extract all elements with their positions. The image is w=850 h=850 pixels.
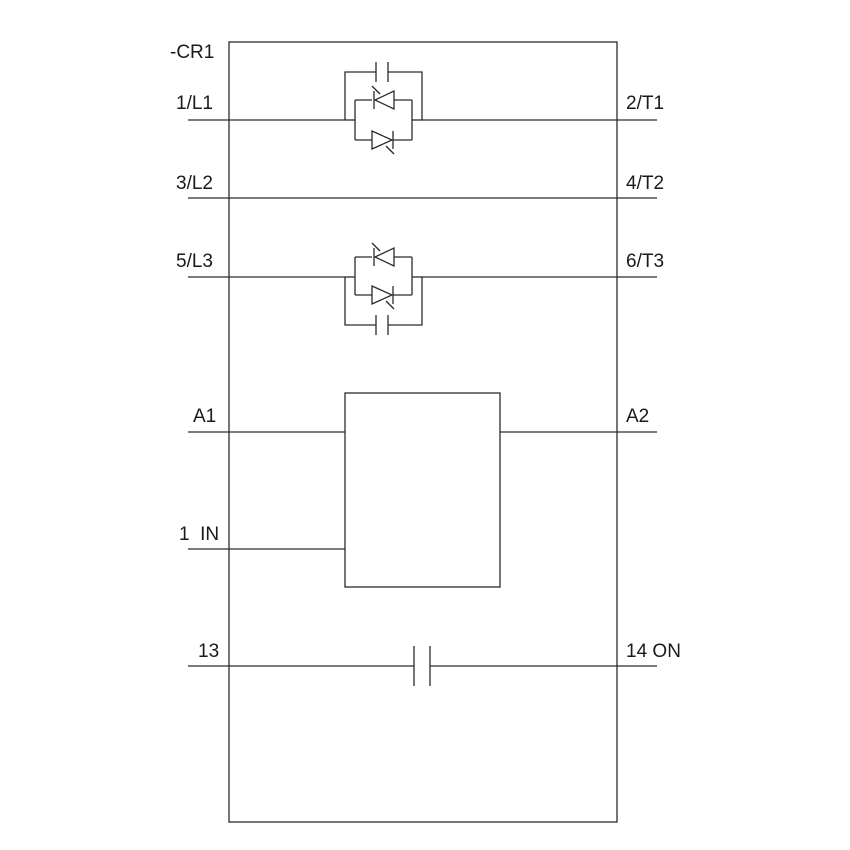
terminal-label-3-l2: 3/L2 [176,173,213,194]
terminal-label-2-t1: 2/T1 [626,93,664,114]
terminal-label-1-l1: 1/L1 [176,93,213,114]
control-block [344,392,501,588]
terminal-label-a1: A1 [193,406,216,427]
normally-open-contact-icon [188,646,657,686]
anti-parallel-thyristor-with-bypass-contact-icon [344,242,423,335]
terminal-label-5-l3: 5/L3 [176,251,213,272]
terminal-label-1-in: 1 IN [179,524,219,545]
terminal-label-14-on: 14 ON [626,641,681,662]
terminal-label-4-t2: 4/T2 [626,173,664,194]
terminal-label-a2: A2 [626,406,649,427]
terminal-label-6-t3: 6/T3 [626,251,664,272]
anti-parallel-thyristor-with-bypass-contact-icon [344,62,423,155]
terminal-label-13: 13 [198,641,219,662]
device-designation: -CR1 [170,42,214,63]
